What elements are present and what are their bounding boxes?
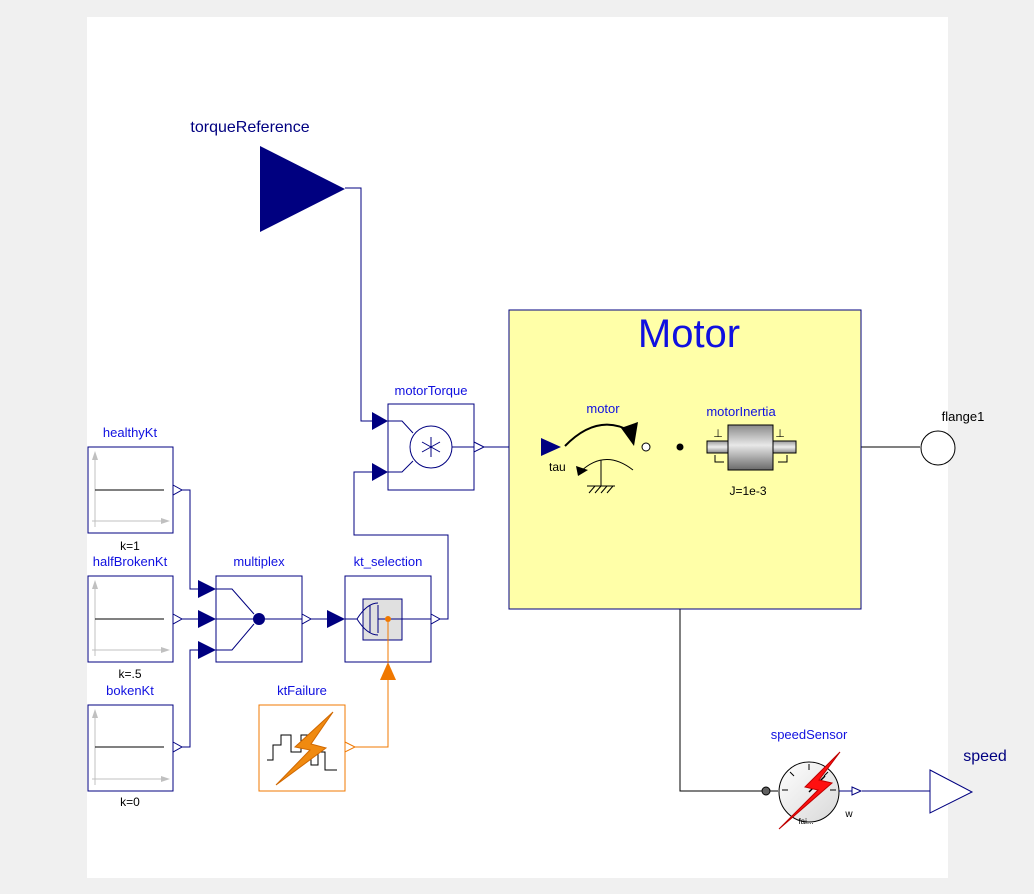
- motor-label: motor: [586, 401, 620, 416]
- motor-subsystem-title: Motor: [638, 312, 740, 356]
- tau-label: tau: [549, 460, 566, 474]
- multiplex-dot-icon: [253, 613, 265, 625]
- kt-selection-fault-input-icon: [380, 662, 396, 680]
- speed-sensor-flange-icon: [761, 786, 771, 796]
- tau-input-icon: [541, 438, 561, 456]
- broken-kt-x-arrow-icon: [161, 776, 170, 782]
- healthy-kt-y-arrow-icon: [92, 451, 98, 460]
- speed-output-label: speed: [963, 748, 1007, 765]
- healthy-kt-label: healthyKt: [103, 425, 158, 440]
- speed-sensor-fault-text: fai...: [798, 817, 813, 826]
- healthy-kt-y-icon: [172, 484, 184, 496]
- motor-inertia-label: motorInertia: [706, 404, 776, 419]
- broken-kt-y-icon: [172, 741, 184, 753]
- motor-subsystem[interactable]: Motor tau motor motorInertia: [508, 309, 862, 610]
- inertia-bracket-b: [778, 455, 788, 463]
- speed-sensor-label: speedSensor: [771, 727, 848, 742]
- speed-sensor-w-icon: [851, 786, 863, 796]
- motor-torque-u2-icon: [372, 463, 388, 481]
- motor-flange-icon: [641, 442, 651, 452]
- kt-selection-label: kt_selection: [354, 554, 423, 569]
- multiplex-y-icon: [301, 613, 313, 625]
- multiplex-u3-icon: [198, 641, 216, 659]
- inertia-body-icon: [727, 424, 774, 471]
- motor-inertia[interactable]: motorInertia ⊥ ⊥ J=1e-3: [706, 404, 797, 498]
- ground-hatch-icon: [588, 485, 614, 494]
- speed-sensor-block[interactable]: speedSensor fai... w: [761, 727, 863, 830]
- motor-torque-label: motorTorque: [395, 383, 468, 398]
- broken-kt-label: bokenKt: [106, 683, 154, 698]
- input-triangle-icon: [260, 146, 345, 232]
- multiplex-block[interactable]: multiplex: [198, 554, 313, 663]
- motor-subsystem-box: [508, 309, 862, 610]
- motor-torque-y-icon: [473, 441, 486, 453]
- broken-kt-param: k=0: [120, 795, 140, 809]
- healthy-kt-block[interactable]: healthyKt k=1: [87, 425, 184, 553]
- broken-kt-y-arrow-icon: [92, 709, 98, 718]
- speed-output[interactable]: speed: [929, 748, 1007, 814]
- flange1-icon: [920, 430, 956, 466]
- wire-torque-reference[interactable]: [345, 187, 372, 422]
- kt-selection-y-icon: [430, 613, 442, 625]
- half-broken-kt-y-arrow-icon: [92, 580, 98, 589]
- speed-sensor-w-label: w: [844, 809, 853, 820]
- support-arc-icon: [579, 459, 634, 473]
- torque-reference-input[interactable]: torqueReference: [190, 119, 345, 232]
- torque-reference-label: torqueReference: [190, 119, 309, 136]
- half-broken-kt-label: halfBrokenKt: [93, 554, 168, 569]
- half-broken-kt-block[interactable]: halfBrokenKt k=.5: [87, 554, 184, 681]
- broken-kt-block[interactable]: bokenKt k=0: [87, 683, 184, 809]
- multiplex-u2-icon: [198, 610, 216, 628]
- multiplex-label: multiplex: [233, 554, 285, 569]
- half-broken-kt-param: k=.5: [118, 667, 141, 681]
- motor-torque-in2: [388, 460, 414, 473]
- flange1-connector[interactable]: flange1: [920, 409, 985, 466]
- half-broken-kt-x-arrow-icon: [161, 647, 170, 653]
- wire-broken-kt[interactable]: [182, 649, 198, 748]
- inertia-flange-a-icon: ⊥: [713, 428, 723, 440]
- broken-kt-box: [87, 704, 174, 792]
- speed-sensor-ticks-icon: [782, 764, 836, 791]
- motor-torque-block[interactable]: motorTorque: [372, 383, 486, 491]
- healthy-kt-param: k=1: [120, 539, 140, 553]
- kt-failure-block[interactable]: ktFailure: [258, 683, 357, 792]
- motor-torque-u1-icon: [372, 412, 388, 430]
- flange1-label: flange1: [942, 409, 985, 424]
- output-triangle-icon: [929, 769, 974, 814]
- multiplex-lines-icon: [216, 588, 302, 651]
- wire-kt-selection-out[interactable]: [353, 471, 449, 620]
- motor-torque-source[interactable]: motor: [564, 401, 651, 494]
- multiply-star-icon: [421, 437, 441, 457]
- kt-failure-y-icon: [344, 741, 357, 753]
- multiplex-u1-icon: [198, 580, 216, 598]
- healthy-kt-x-arrow-icon: [161, 518, 170, 524]
- kt-failure-lightning-icon: [275, 711, 334, 786]
- inertia-param-label: J=1e-3: [729, 484, 766, 498]
- junction-dot: [676, 443, 684, 451]
- kt-selection-dot-icon: [385, 616, 391, 622]
- wire-healthy-kt[interactable]: [182, 489, 198, 590]
- inertia-bracket-a: [714, 455, 724, 463]
- torque-arrowhead-icon: [621, 422, 638, 446]
- speed-sensor-lightning-icon: [778, 751, 841, 830]
- motor-torque-in1: [388, 420, 414, 434]
- kt-selection-block[interactable]: kt_selection: [327, 554, 442, 680]
- support-arrowhead-icon: [576, 466, 588, 476]
- kt-selection-u-icon: [327, 610, 345, 628]
- wire-kt-failure[interactable]: [355, 680, 389, 748]
- kt-failure-label: ktFailure: [277, 683, 327, 698]
- inertia-flange-b-icon: ⊥: [775, 428, 785, 440]
- half-broken-kt-y-icon: [172, 613, 184, 625]
